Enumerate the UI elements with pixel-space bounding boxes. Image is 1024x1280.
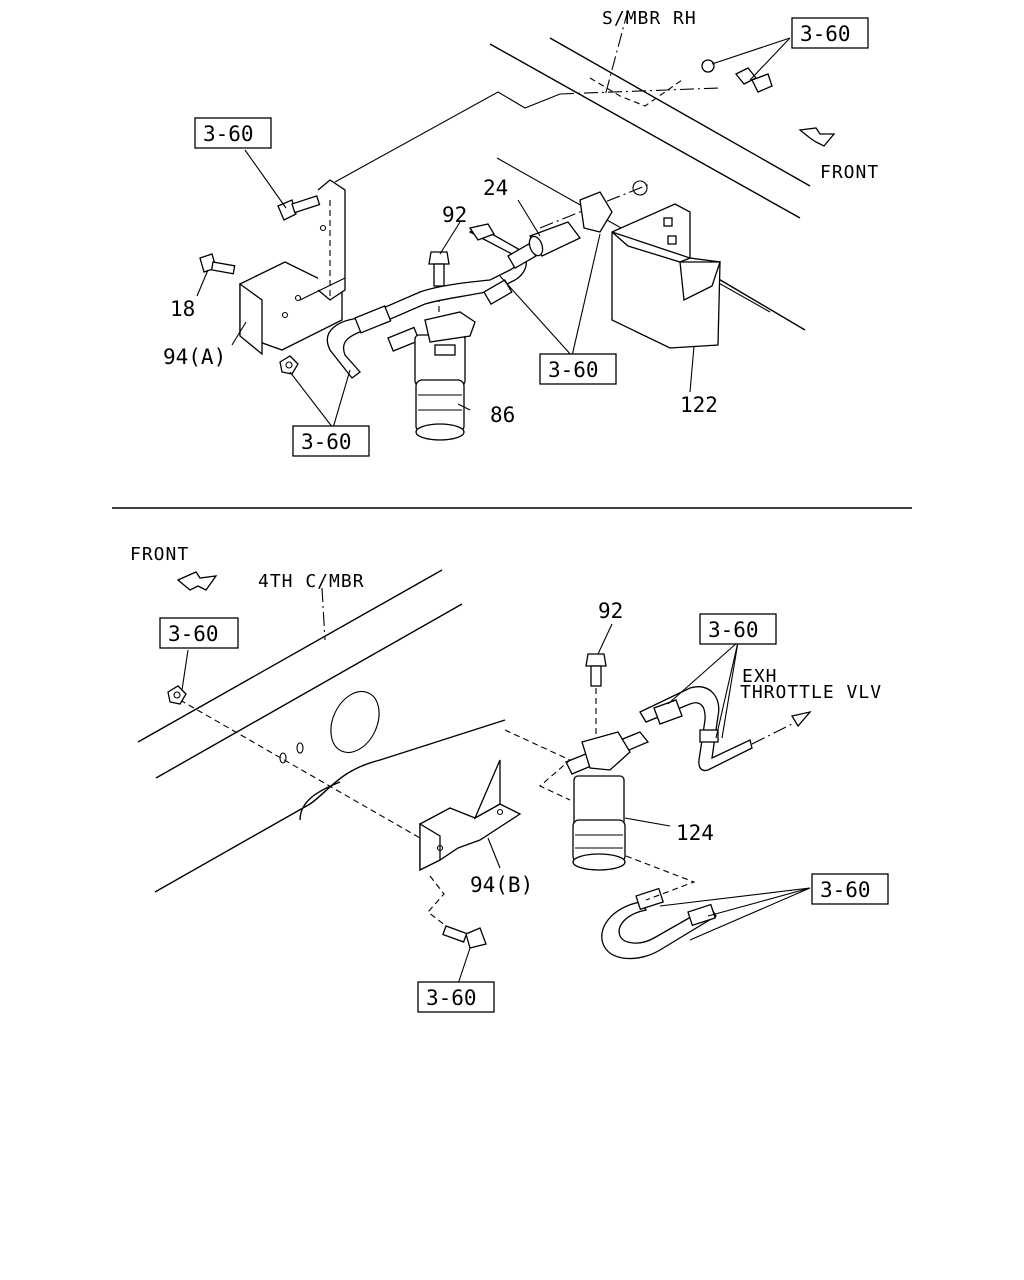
svg-text:3-60: 3-60	[820, 878, 871, 902]
svg-text:3-60: 3-60	[168, 622, 219, 646]
bolt-upper-left	[277, 195, 321, 221]
part-label-92-upper: 92	[442, 203, 467, 227]
hose-loop-lower	[601, 855, 717, 960]
part-label-24: 24	[483, 176, 508, 200]
side-member-rh	[334, 9, 811, 331]
frame-label-upper: S/MBR RH	[602, 8, 697, 29]
bolt-lower-section	[427, 875, 487, 949]
clip-upper	[579, 180, 648, 233]
canister-86	[414, 311, 476, 441]
part-label-122: 122	[680, 393, 718, 417]
washer-bolt-upper-right	[701, 59, 773, 93]
svg-text:3-60: 3-60	[301, 430, 352, 454]
nut-lower-left	[279, 355, 299, 375]
upper-leaders	[196, 37, 791, 429]
part-label-18: 18	[170, 297, 195, 321]
ref-box-upper-left: 3-60	[194, 117, 272, 149]
svg-text:3-60: 3-60	[800, 22, 851, 46]
frame-label-lower: 4TH C/MBR	[258, 571, 365, 592]
cover-122	[611, 203, 721, 349]
bolt-92-upper	[428, 251, 450, 330]
svg-text:3-60: 3-60	[203, 122, 254, 146]
cross-member-4th	[137, 569, 506, 893]
upper-diagram: S/MBR RH FRONT 24 92 18 94(A) 86 122 3-6…	[163, 8, 879, 457]
ref-box-lower-throttle: 3-60	[699, 613, 777, 645]
bolt-18	[199, 253, 236, 275]
ref-box-upper-center: 3-60	[539, 353, 617, 385]
front-label-lower: FRONT	[130, 544, 189, 565]
svg-text:3-60: 3-60	[548, 358, 599, 382]
svg-text:3-60: 3-60	[426, 986, 477, 1010]
front-label-upper: FRONT	[820, 162, 879, 183]
bracket-94a	[239, 179, 346, 356]
lower-leaders	[181, 623, 811, 985]
ref-box-lower-left: 3-60	[159, 617, 239, 649]
ref-box-lower-hose: 3-60	[811, 873, 889, 905]
front-arrow-upper	[798, 127, 836, 147]
part-label-124: 124	[676, 821, 714, 845]
bracket-94b	[419, 759, 522, 872]
ref-box-upper-right: 3-60	[791, 17, 869, 49]
callout-exh: EXH	[742, 666, 778, 687]
lower-diagram: FRONT 4TH C/MBR 92 124 94(B) EXH THROTTL…	[130, 544, 889, 1013]
assembly-line-lower	[504, 729, 572, 801]
ref-box-lower-bottom: 3-60	[417, 981, 495, 1013]
part-label-94a: 94(A)	[163, 345, 226, 369]
canister-124	[565, 731, 650, 871]
part-label-94b: 94(B)	[470, 873, 533, 897]
callout-throttle-valve: THROTTLE VLV	[740, 682, 882, 703]
part-label-92-lower: 92	[598, 599, 623, 623]
part-label-86: 86	[490, 403, 515, 427]
hose-upper	[326, 223, 537, 379]
svg-text:3-60: 3-60	[708, 618, 759, 642]
nut-lower-section	[167, 685, 187, 705]
front-arrow-lower	[176, 571, 218, 591]
ref-box-upper-bottom: 3-60	[292, 425, 370, 457]
hose-throttle	[639, 686, 812, 772]
bolt-92-lower	[585, 653, 607, 740]
